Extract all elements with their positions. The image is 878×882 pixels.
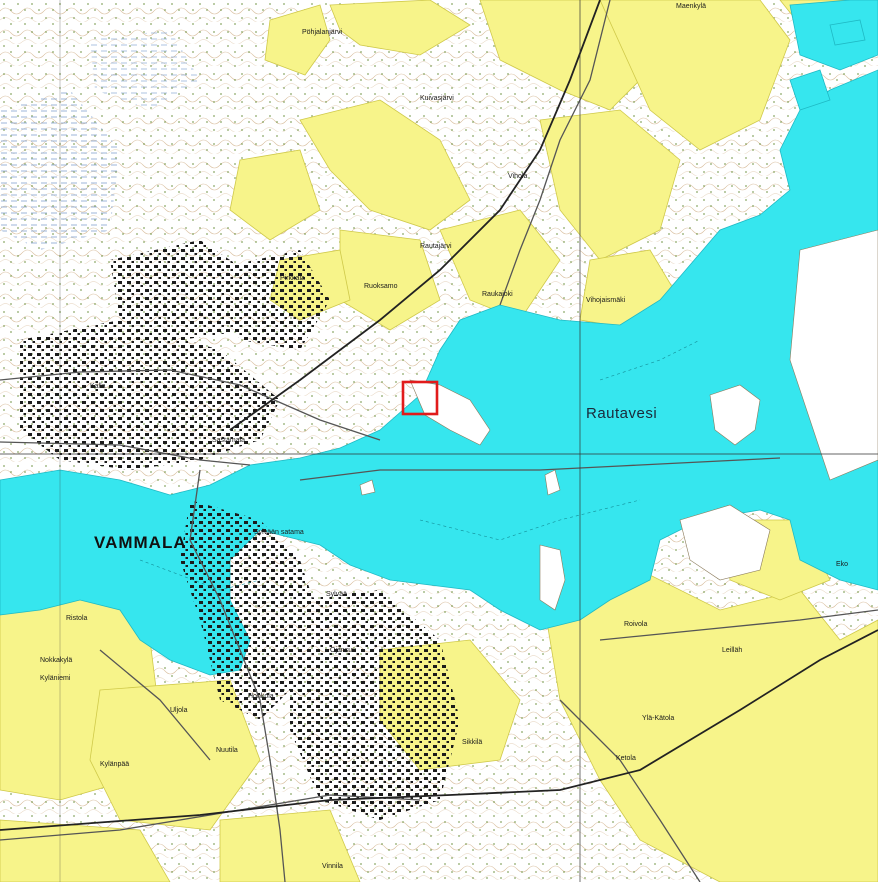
place-label: Uljola: [170, 707, 188, 714]
built-up-areas: [20, 240, 460, 820]
lake-label: Rautavesi: [586, 405, 657, 422]
place-label: Kylänpää: [100, 761, 129, 768]
place-label: Rautajärvi: [420, 243, 452, 250]
place-label: Roivola: [624, 621, 647, 628]
place-label: Sylvää: [326, 591, 347, 598]
place-label: Ketola: [616, 755, 636, 762]
place-label: Raukajoki: [482, 291, 513, 298]
railway: [0, 0, 878, 831]
place-label: Honkola: [248, 693, 274, 700]
place-label: Ruoksamo: [364, 283, 398, 290]
small-lake: [829, 19, 866, 46]
place-label: Nuutila: [216, 747, 238, 754]
place-label: Ristola: [66, 615, 88, 622]
place-label: Vihola: [508, 173, 527, 180]
place-label: Nokkakylä: [40, 657, 72, 664]
place-label: Pöhjalanjärvi: [302, 29, 343, 36]
place-label: Leilläh: [722, 647, 742, 654]
place-label: Vihojaismäki: [586, 297, 626, 304]
place-label: Ojansuu: [330, 647, 356, 654]
place-label: Vinnila: [322, 863, 343, 870]
place-label: Kuivasjärvi: [420, 95, 454, 102]
place-label: Sastamala: [212, 437, 245, 444]
place-label: Eko: [836, 561, 848, 568]
marsh-area: [90, 30, 200, 110]
water-depth-lines: [139, 339, 701, 591]
islands: [359, 229, 878, 611]
place-label: Sylvään satama: [254, 529, 304, 536]
place-label: Ylä-Kätola: [642, 715, 674, 722]
small-lake: [789, 69, 831, 111]
place-label: Kyläniemi: [40, 675, 71, 682]
place-label: Pirkkala: [280, 275, 305, 282]
town-label: VAMMALA: [94, 533, 187, 552]
marsh-area: [0, 90, 120, 250]
place-label: Maenkylä: [676, 3, 706, 10]
place-label: Sikkilä: [462, 739, 482, 746]
red-square-marker-icon[interactable]: [401, 380, 439, 416]
place-label: Kalla: [90, 383, 106, 390]
